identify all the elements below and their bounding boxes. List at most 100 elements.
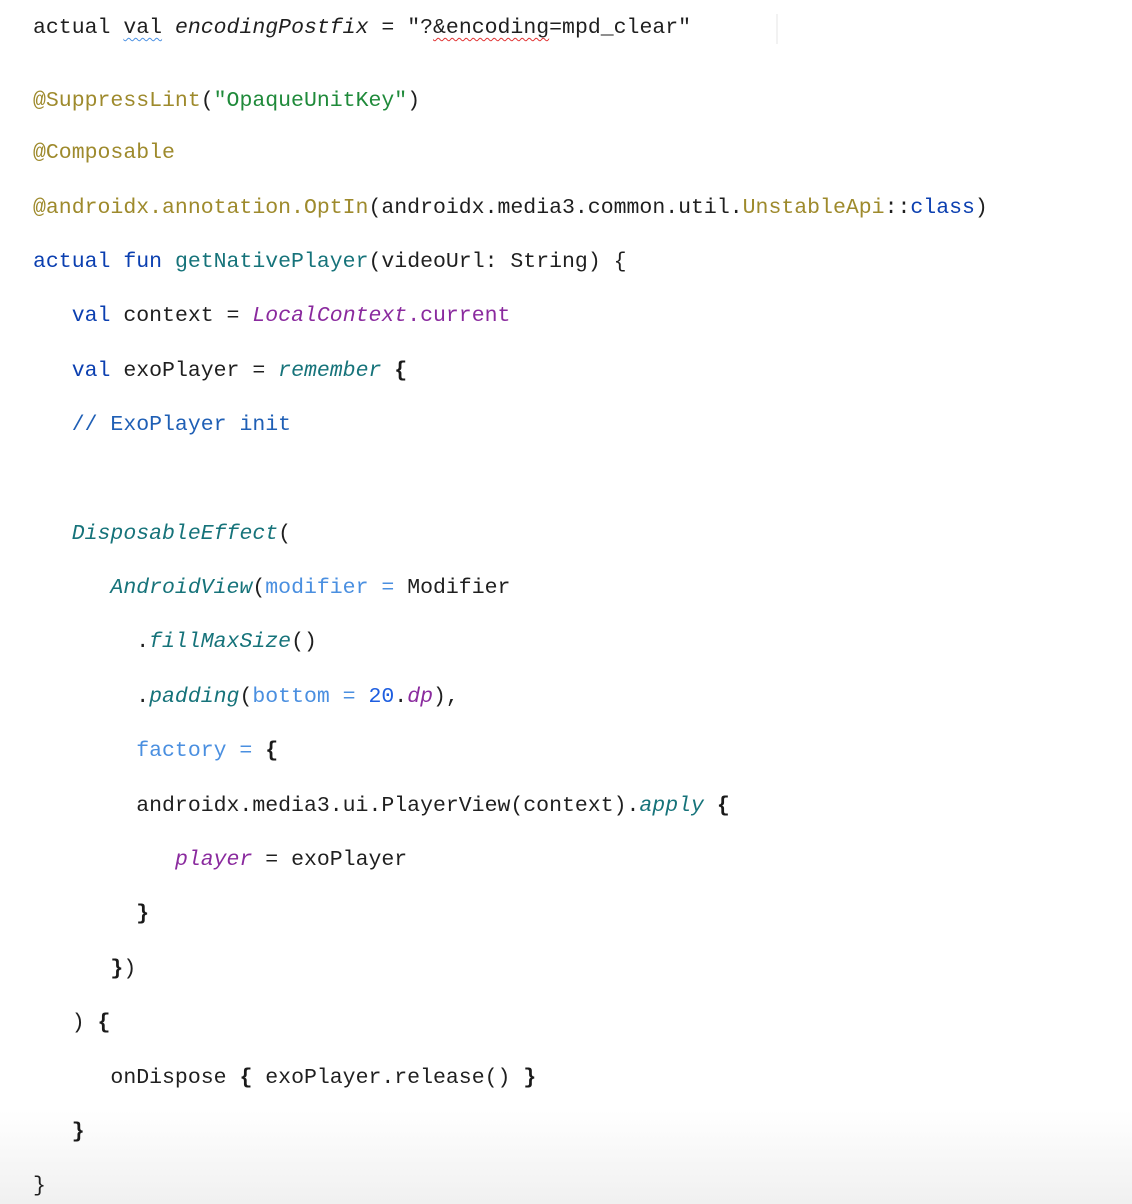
- token: LocalContext: [252, 304, 408, 328]
- token: actual fun: [33, 250, 175, 274]
- code-line-2: @SuppressLint("OpaqueUnitKey"): [33, 86, 420, 116]
- token: player: [174, 848, 253, 872]
- token: (: [239, 685, 253, 709]
- code-line-10: AndroidView(modifier = Modifier: [33, 573, 510, 603]
- token: (: [278, 522, 292, 546]
- code-line-15: player = exoPlayer: [33, 845, 407, 875]
- token: apply: [639, 794, 704, 818]
- token: {: [265, 739, 279, 763]
- token: {: [97, 1011, 111, 1035]
- code-line-5: actual fun getNativePlayer(videoUrl: Str…: [33, 247, 627, 277]
- indent: [33, 902, 136, 926]
- indent: [33, 794, 136, 818]
- token: .: [136, 630, 150, 654]
- token: onDispose: [110, 1066, 240, 1090]
- code-line-1: actual val encodingPostfix = "?&encoding…: [33, 13, 691, 43]
- token: padding: [149, 685, 240, 709]
- code-line-20: }: [33, 1117, 85, 1147]
- token: =: [368, 16, 408, 40]
- code-line-19: onDispose { exoPlayer.release() }: [33, 1063, 536, 1093]
- token: ): [123, 957, 137, 981]
- token: @Composable: [33, 141, 175, 165]
- code-line-11: .fillMaxSize(): [33, 627, 317, 657]
- code-line-3: @Composable: [33, 138, 175, 168]
- code-comment: // ExoPlayer init: [71, 413, 292, 437]
- token: 20: [368, 685, 395, 709]
- token: Modifier: [407, 576, 511, 600]
- token: {: [381, 359, 408, 383]
- token: context =: [110, 304, 253, 328]
- token: getNativePlayer: [174, 250, 369, 274]
- indent: [33, 739, 136, 763]
- token: AndroidView: [110, 576, 253, 600]
- token: actual: [33, 16, 124, 40]
- token: val: [71, 304, 111, 328]
- token: bottom =: [252, 685, 369, 709]
- token: @androidx.annotation.OptIn: [33, 196, 369, 220]
- token: }: [33, 1174, 46, 1198]
- token: dp: [407, 685, 434, 709]
- code-line-7: val exoPlayer = remember {: [33, 356, 407, 386]
- token: }: [136, 902, 150, 926]
- indent: [33, 1066, 110, 1090]
- token: (: [200, 89, 214, 113]
- token: exoPlayer.release(): [252, 1066, 524, 1090]
- token: (): [291, 630, 317, 654]
- code-line-18: ) {: [33, 1008, 111, 1038]
- token: =mpd_clear": [549, 16, 692, 40]
- token-val-warning: val: [123, 16, 163, 40]
- code-line-13: factory = {: [33, 736, 278, 766]
- token: {: [703, 794, 730, 818]
- token: (androidx.media3.common.util.: [368, 196, 743, 220]
- token: encodingPostfix: [162, 16, 369, 40]
- indent: [33, 576, 110, 600]
- token: .: [136, 685, 150, 709]
- token: DisposableEffect: [71, 522, 279, 546]
- code-line-16: }: [33, 899, 149, 929]
- token: modifier =: [265, 576, 408, 600]
- token: ),: [433, 685, 459, 709]
- token-spelling-error: &encoding: [433, 16, 550, 40]
- token: {: [239, 1066, 253, 1090]
- token: = exoPlayer: [252, 848, 408, 872]
- code-line-9: DisposableEffect(: [33, 519, 291, 549]
- token: val: [71, 359, 111, 383]
- indent: [33, 359, 72, 383]
- code-line-4: @androidx.annotation.OptIn(androidx.medi…: [33, 193, 988, 223]
- token: ): [71, 1011, 98, 1035]
- token: fillMaxSize: [149, 630, 292, 654]
- indent: [33, 304, 72, 328]
- indent: [33, 1120, 72, 1144]
- token: exoPlayer =: [110, 359, 279, 383]
- token: factory =: [136, 739, 266, 763]
- code-line-6: val context = LocalContext.current: [33, 301, 511, 331]
- token: .: [394, 685, 408, 709]
- token: remember: [278, 359, 382, 383]
- token: UnstableApi: [742, 196, 885, 220]
- text-cursor: [776, 14, 778, 44]
- token: }: [110, 957, 124, 981]
- code-line-17: }): [33, 954, 136, 984]
- code-line-14: androidx.media3.ui.PlayerView(context).a…: [33, 791, 730, 821]
- token: class: [910, 196, 975, 220]
- token: "OpaqueUnitKey": [213, 89, 408, 113]
- indent: [33, 522, 72, 546]
- token: }: [71, 1120, 85, 1144]
- token: "?: [407, 16, 434, 40]
- indent: [33, 957, 110, 981]
- indent: [33, 848, 175, 872]
- code-line-21: }: [33, 1171, 46, 1201]
- token: (: [252, 576, 266, 600]
- token: ): [974, 196, 988, 220]
- token: (videoUrl: String) {: [368, 250, 627, 274]
- code-line-12: .padding(bottom = 20.dp),: [33, 682, 459, 712]
- token: }: [523, 1066, 537, 1090]
- token: ): [407, 89, 421, 113]
- indent: [33, 685, 136, 709]
- token: .current: [407, 304, 511, 328]
- code-line-8: // ExoPlayer init: [33, 410, 291, 440]
- indent: [33, 630, 136, 654]
- indent: [33, 1011, 72, 1035]
- token: ::: [884, 196, 911, 220]
- token: @SuppressLint: [33, 89, 201, 113]
